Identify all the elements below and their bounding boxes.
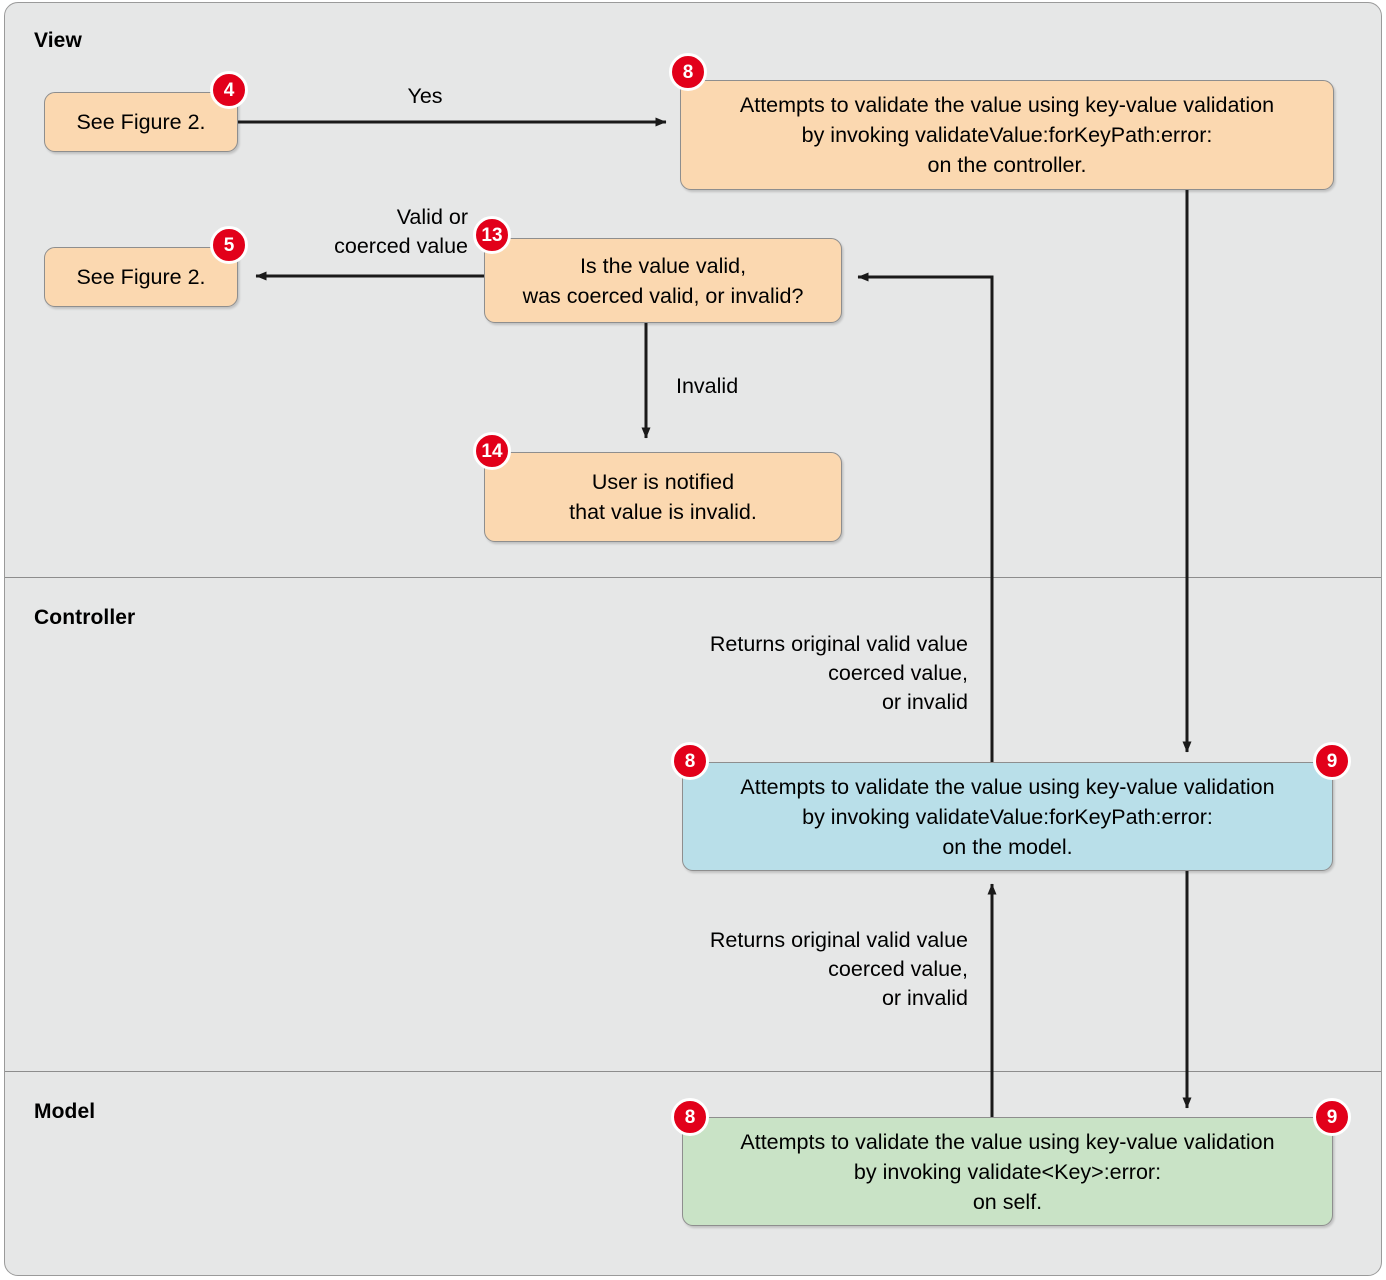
node-validate-on-model-label: Attempts to validate the value using key… (740, 774, 1275, 859)
node-validate-on-self-label: Attempts to validate the value using key… (740, 1129, 1275, 1214)
node-see-figure-bottom-label: See Figure 2. (76, 265, 206, 289)
badge-8-controller: 8 (671, 742, 709, 780)
diagram-frame (4, 2, 1382, 1276)
edge-label-valid-coerced: Valid or coerced value (334, 205, 468, 258)
edge-label-returns-to-view: Returns original valid value coerced val… (709, 632, 968, 714)
badge-5: 5 (210, 226, 248, 264)
swimlane-divider-view-controller (5, 577, 1381, 578)
badge-8-model: 8 (671, 1098, 709, 1136)
badge-13: 13 (473, 216, 511, 254)
node-validate-on-model[interactable]: Attempts to validate the value using key… (682, 762, 1333, 871)
node-is-value-valid[interactable]: Is the value valid, was coerced valid, o… (484, 238, 842, 323)
node-see-figure-top-label: See Figure 2. (76, 110, 206, 134)
badge-8-view: 8 (669, 53, 707, 91)
badge-9-model: 9 (1313, 1098, 1351, 1136)
node-is-value-valid-label: Is the value valid, was coerced valid, o… (522, 253, 804, 308)
node-validate-on-controller-label: Attempts to validate the value using key… (739, 93, 1275, 177)
node-see-figure-bottom[interactable]: See Figure 2. (44, 247, 238, 307)
badge-14: 14 (473, 432, 511, 470)
edge-label-invalid: Invalid (676, 374, 739, 398)
node-user-notified-label: User is notified that value is invalid. (569, 470, 757, 524)
edge-label-yes: Yes (407, 84, 443, 108)
lane-label-view: View (34, 29, 82, 52)
lane-label-controller: Controller (34, 606, 136, 629)
edge-label-returns-to-controller: Returns original valid value coerced val… (709, 928, 968, 1010)
node-user-notified[interactable]: User is notified that value is invalid. (484, 452, 842, 542)
node-validate-on-controller[interactable]: Attempts to validate the value using key… (680, 80, 1334, 190)
lane-label-model: Model (34, 1100, 96, 1123)
badge-4: 4 (210, 71, 248, 109)
swimlane-divider-controller-model (5, 1071, 1381, 1072)
node-see-figure-top[interactable]: See Figure 2. (44, 92, 238, 152)
badge-9-controller: 9 (1313, 742, 1351, 780)
node-validate-on-self[interactable]: Attempts to validate the value using key… (682, 1117, 1333, 1226)
